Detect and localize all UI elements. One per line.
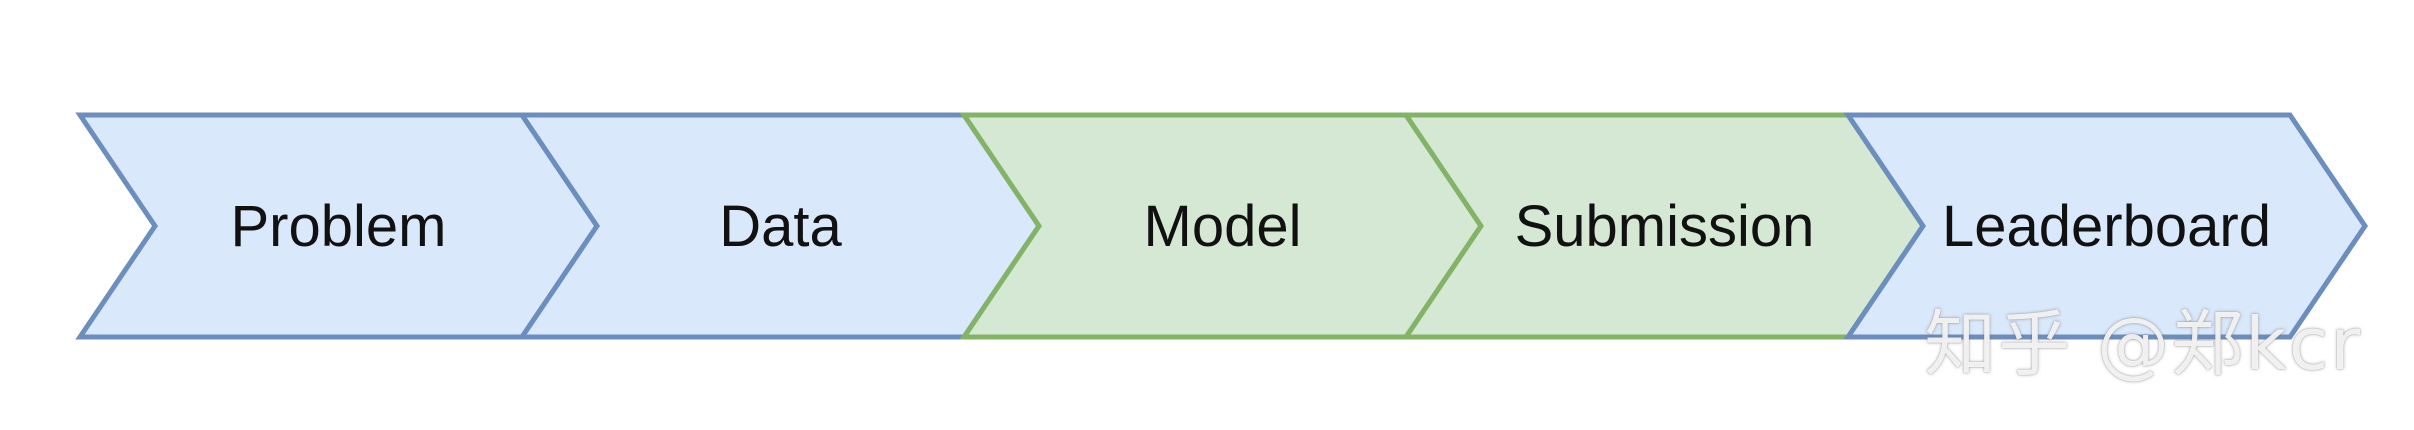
- step-label: Model: [1144, 194, 1302, 259]
- step-label: Data: [719, 194, 842, 259]
- step-data: Data: [517, 112, 1043, 340]
- step-leaderboard: Leaderboard: [1843, 112, 2369, 340]
- step-submission: Submission: [1401, 112, 1927, 340]
- step-model: Model: [959, 112, 1485, 340]
- step-label: Problem: [231, 194, 447, 259]
- step-problem: Problem: [75, 112, 601, 340]
- step-label: Submission: [1515, 194, 1815, 259]
- watermark: 知乎 @郑kcr: [1924, 302, 2362, 386]
- chevron-shape: [1843, 112, 2369, 340]
- step-label: Leaderboard: [1942, 194, 2271, 259]
- process-steps: Problem Data Model Submission Leaderboard: [75, 112, 2369, 340]
